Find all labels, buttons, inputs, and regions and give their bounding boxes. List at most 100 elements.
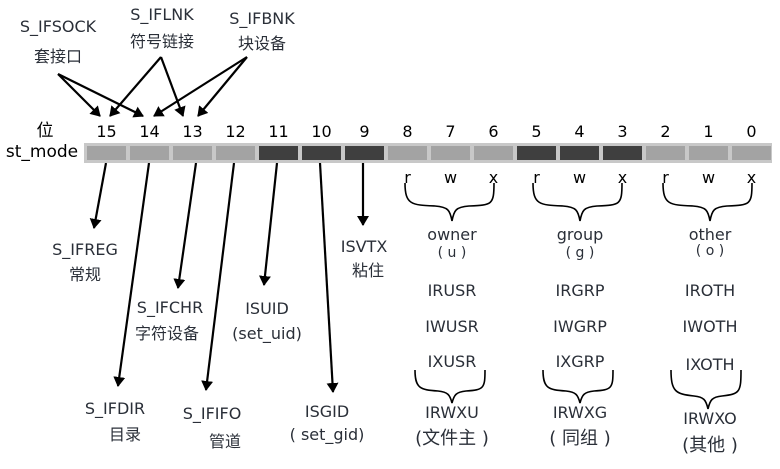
bit-number-13: 13 [182, 122, 203, 141]
bit-segment-15 [87, 146, 126, 160]
type-lnk-name: S_IFLNK [130, 5, 194, 24]
bit-number-10: 10 [311, 122, 332, 141]
arrow-12-fifo [201, 162, 236, 391]
type-sock-desc: 套接口 [33, 47, 83, 66]
perm-const-IWOTH: IWOTH [682, 317, 738, 336]
perm-const-IWGRP: IWGRP [553, 317, 607, 336]
bit-number-5: 5 [531, 122, 542, 141]
arrow-14-dir [113, 162, 151, 387]
special-sgid-name: ISGID [304, 402, 350, 421]
group-abbr-owner: ( u ) [437, 245, 467, 261]
group-abbr-group: ( g ) [565, 245, 595, 261]
perm-const-IWUSR: IWUSR [425, 317, 479, 336]
type-chr-name: S_IFCHR [136, 298, 204, 317]
group-name-other: other [688, 225, 732, 244]
type-bnk-name: S_IFBNK [229, 9, 295, 28]
type-reg-name: S_IFREG [52, 240, 118, 259]
type-chr-desc: 字符设备 [134, 324, 200, 343]
group-name-owner: owner [427, 225, 477, 244]
bit-number-12: 12 [225, 122, 246, 141]
special-suid-desc: (set_uid) [232, 324, 302, 343]
perm-letter-r: r [662, 168, 669, 187]
brace-other-all [670, 369, 742, 410]
bit-segment-2 [646, 146, 685, 160]
brace-group-rwx [532, 182, 623, 222]
bit-number-8: 8 [402, 122, 413, 141]
perm-const-IXOTH: IXOTH [685, 355, 735, 374]
perm-letter-w: w [572, 168, 587, 187]
perm-all-IRWXO: IRWXO [683, 409, 737, 428]
type-dir-name: S_IFDIR [84, 399, 146, 418]
group-desc-owner: (文件主 ) [415, 428, 489, 449]
bit-segment-7 [431, 146, 470, 160]
special-svtx-desc: 粘住 [351, 261, 385, 280]
bit-segment-4 [560, 146, 599, 160]
bit-segment-1 [689, 146, 728, 160]
bit-segment-3 [603, 146, 642, 160]
group-name-group: group [556, 225, 604, 244]
bit-number-1: 1 [703, 122, 714, 141]
bit-segment-0 [732, 146, 771, 160]
perm-letter-x: x [488, 168, 499, 187]
brace-owner-all [414, 369, 486, 404]
type-fifo-name: S_IFIFO [182, 404, 242, 423]
arrow-10-sgid [318, 162, 339, 393]
arrow-lnk-13 [159, 56, 186, 117]
bit-number-6: 6 [488, 122, 499, 141]
bit-segment-14 [130, 146, 169, 160]
group-desc-other: (其他 ) [682, 435, 738, 456]
perm-const-IRUSR: IRUSR [427, 281, 477, 300]
type-bnk-desc: 块设备 [237, 34, 287, 53]
arrow-bnk-14 [153, 56, 248, 117]
brace-owner-rwx [404, 182, 495, 222]
bit-segment-6 [474, 146, 513, 160]
type-fifo-desc: 管道 [208, 432, 242, 451]
bit-header-label: 位 [36, 121, 54, 141]
special-svtx-name: ISVTX [340, 237, 388, 256]
bit-number-3: 3 [617, 122, 628, 141]
perm-letter-r: r [533, 168, 540, 187]
special-suid-name: ISUID [245, 299, 289, 318]
group-abbr-other: ( o ) [695, 243, 725, 259]
arrow-sock-14 [57, 73, 144, 118]
perm-all-IRWXU: IRWXU [425, 403, 479, 422]
bit-number-15: 15 [96, 122, 117, 141]
st-mode-bit-bar [84, 143, 772, 163]
perm-letter-r: r [404, 168, 411, 187]
perm-const-IXGRP: IXGRP [555, 352, 605, 371]
arrow-bnk-13 [197, 56, 248, 117]
bit-number-14: 14 [139, 122, 160, 141]
arrow-13-chr [173, 162, 198, 289]
perm-all-IRWXG: IRWXG [552, 403, 608, 422]
bit-number-9: 9 [359, 122, 370, 141]
brace-other-rwx [662, 182, 753, 222]
bit-number-0: 0 [746, 122, 757, 141]
bit-segment-10 [302, 146, 341, 160]
perm-const-IRGRP: IRGRP [555, 281, 605, 300]
bit-number-11: 11 [268, 122, 289, 141]
field-name-label: st_mode [5, 142, 79, 162]
perm-const-IROTH: IROTH [684, 281, 736, 300]
perm-const-IXUSR: IXUSR [427, 352, 477, 371]
arrow-sock-15 [57, 73, 101, 117]
special-sgid-desc: ( set_gid) [289, 425, 365, 444]
bit-segment-8 [388, 146, 427, 160]
bit-segment-9 [345, 146, 384, 160]
type-reg-desc: 常规 [68, 265, 102, 284]
type-dir-desc: 目录 [108, 425, 142, 444]
type-sock-name: S_IFSOCK [19, 17, 97, 36]
bit-segment-5 [517, 146, 556, 160]
perm-letter-x: x [617, 168, 628, 187]
perm-letter-x: x [746, 168, 757, 187]
bit-number-4: 4 [574, 122, 585, 141]
arrow-11-suid [258, 162, 279, 286]
brace-group-all [542, 369, 614, 404]
perm-letter-w: w [701, 168, 716, 187]
perm-letter-w: w [443, 168, 458, 187]
arrow-lnk-15 [109, 56, 162, 117]
bit-segment-11 [259, 146, 298, 160]
bit-segment-12 [216, 146, 255, 160]
group-desc-group: ( 同组 ) [549, 428, 611, 449]
